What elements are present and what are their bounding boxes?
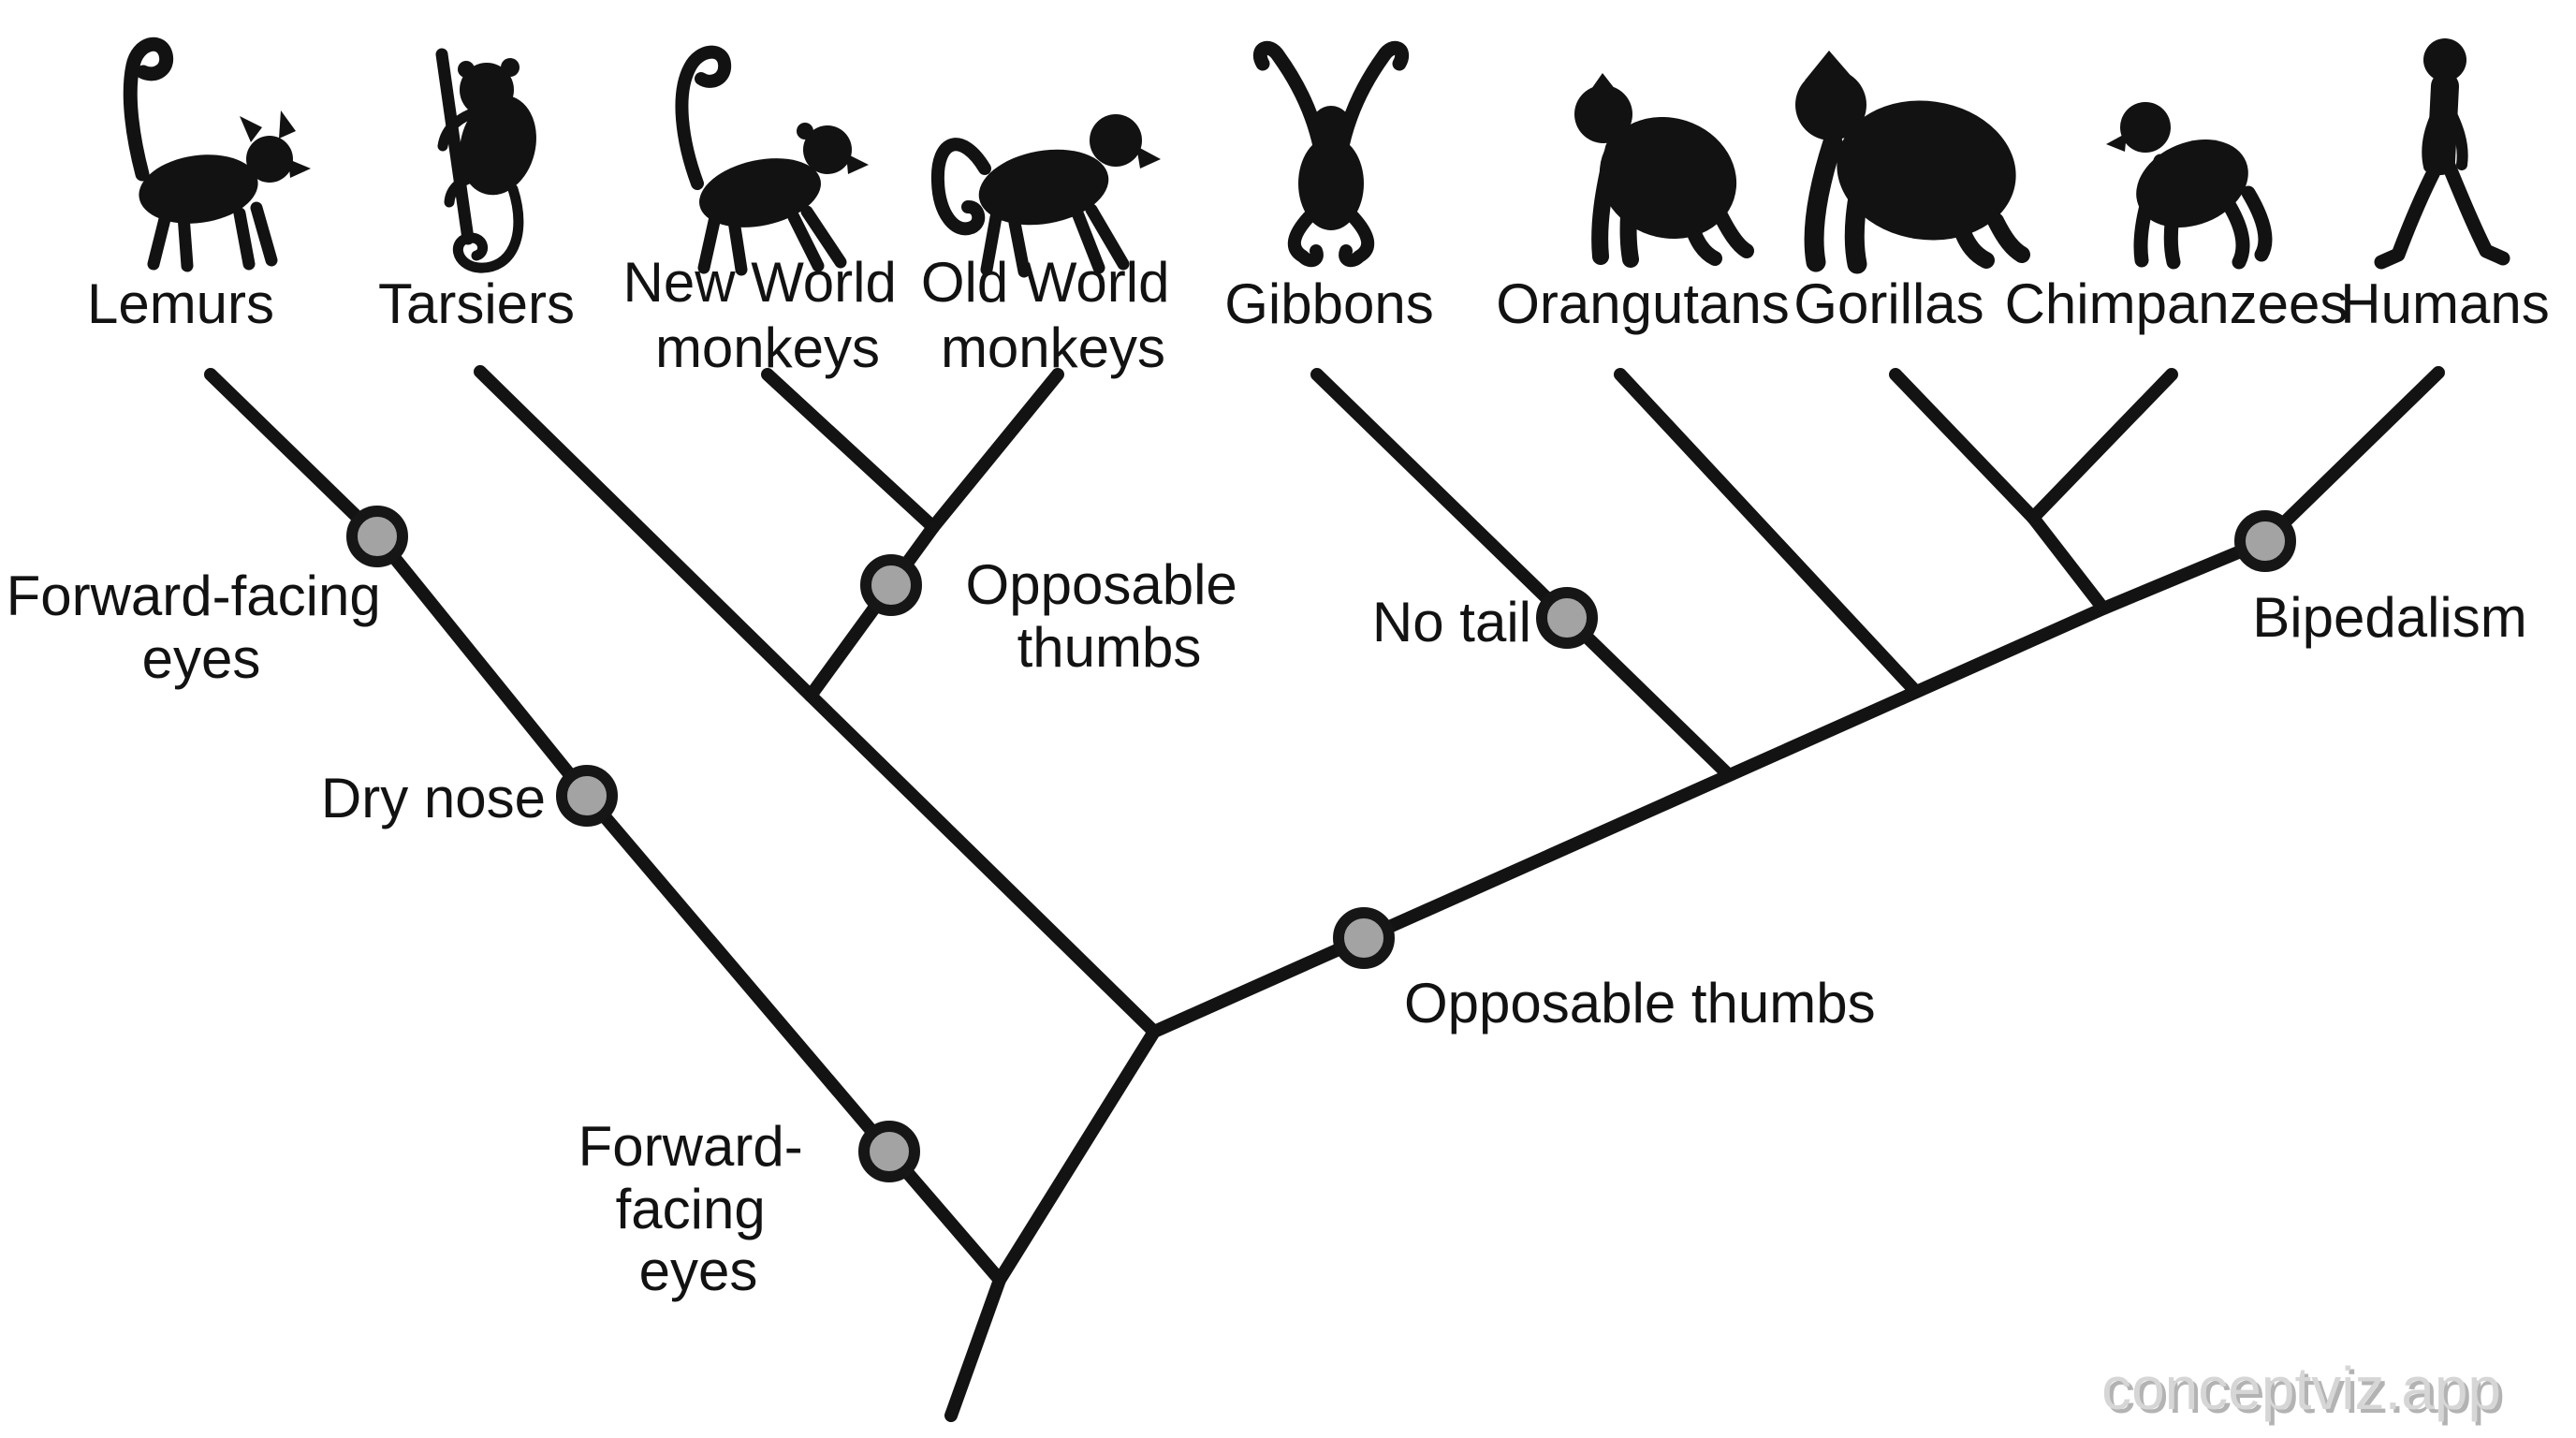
trait-node-forward-facing-eyes-lower: [858, 1121, 920, 1182]
taxon-label-orangutans: Orangutans: [1496, 272, 1790, 335]
taxon-label-new-world-monkeys: New World monkeys: [623, 251, 913, 379]
trait-label-no-tail: No tail: [1372, 591, 1531, 653]
branch-new-world-monkeys: [761, 368, 940, 534]
trait-nodes: [346, 506, 2296, 1182]
taxon-icons: [123, 37, 2510, 278]
trait-label-forward-facing-eyes-lower: Forward- facing eyes: [578, 1115, 819, 1302]
lemur-icon: [123, 37, 311, 272]
tarsier-icon: [435, 48, 536, 273]
watermark: conceptviz.app: [2101, 1355, 2501, 1422]
gorilla-icon: [1795, 51, 2030, 274]
trait-node-dry-nose: [556, 765, 618, 827]
branch-gorillas: [1889, 368, 2040, 524]
taxon-label-tarsiers: Tarsiers: [378, 272, 575, 335]
taxon-label-gibbons: Gibbons: [1224, 272, 1433, 335]
branch-gibbons: [1310, 368, 1735, 782]
branch-old-world-monkeys: [927, 368, 1064, 534]
tree-branches: [204, 365, 2445, 1422]
branch-tarsiers: [474, 365, 1161, 1038]
taxon-label-humans: Humans: [2340, 272, 2549, 335]
branch-root: [944, 1273, 1006, 1422]
gibbon-icon: [1252, 40, 1410, 268]
trait-label-forward-facing-eyes-upper: Forward-facing eyes: [7, 565, 397, 690]
taxon-label-lemurs: Lemurs: [87, 272, 274, 335]
trait-label-opposable-thumbs-upper: Opposable thumbs: [966, 553, 1253, 679]
taxon-label-old-world-monkeys: Old World monkeys: [921, 251, 1185, 379]
taxon-label-chimpanzees: Chimpanzees: [2005, 272, 2349, 335]
trait-labels: Forward-facing eyes Dry nose Opposable t…: [7, 553, 2527, 1302]
taxon-label-gorillas: Gorillas: [1793, 272, 1983, 335]
branch-gorilla-chimp-stem: [2027, 511, 2110, 615]
branch-main-spine: [993, 366, 2445, 1286]
taxon-labels: Lemurs Tarsiers New World monkeys Old Wo…: [87, 251, 2550, 379]
trait-node-opposable-thumbs-upper: [860, 554, 922, 616]
trait-node-no-tail: [1536, 587, 1598, 649]
human-icon: [2374, 38, 2510, 270]
old-world-monkey-icon: [930, 114, 1161, 278]
trait-label-dry-nose: Dry nose: [321, 767, 546, 829]
trait-node-bipedalism: [2234, 510, 2296, 572]
trait-node-forward-facing-eyes-upper: [346, 506, 408, 567]
chimpanzee-icon: [2106, 102, 2273, 270]
trait-label-bipedalism: Bipedalism: [2252, 586, 2526, 649]
trait-label-opposable-thumbs-lower: Opposable thumbs: [1404, 972, 1876, 1034]
new-world-monkey-icon: [675, 45, 869, 276]
branch-chimpanzees: [2027, 368, 2178, 524]
branch-orangutans: [1614, 368, 1923, 698]
branch-monkey-stem: [804, 521, 940, 702]
trait-node-opposable-thumbs-lower: [1333, 907, 1395, 969]
orangutan-icon: [1574, 73, 1754, 268]
